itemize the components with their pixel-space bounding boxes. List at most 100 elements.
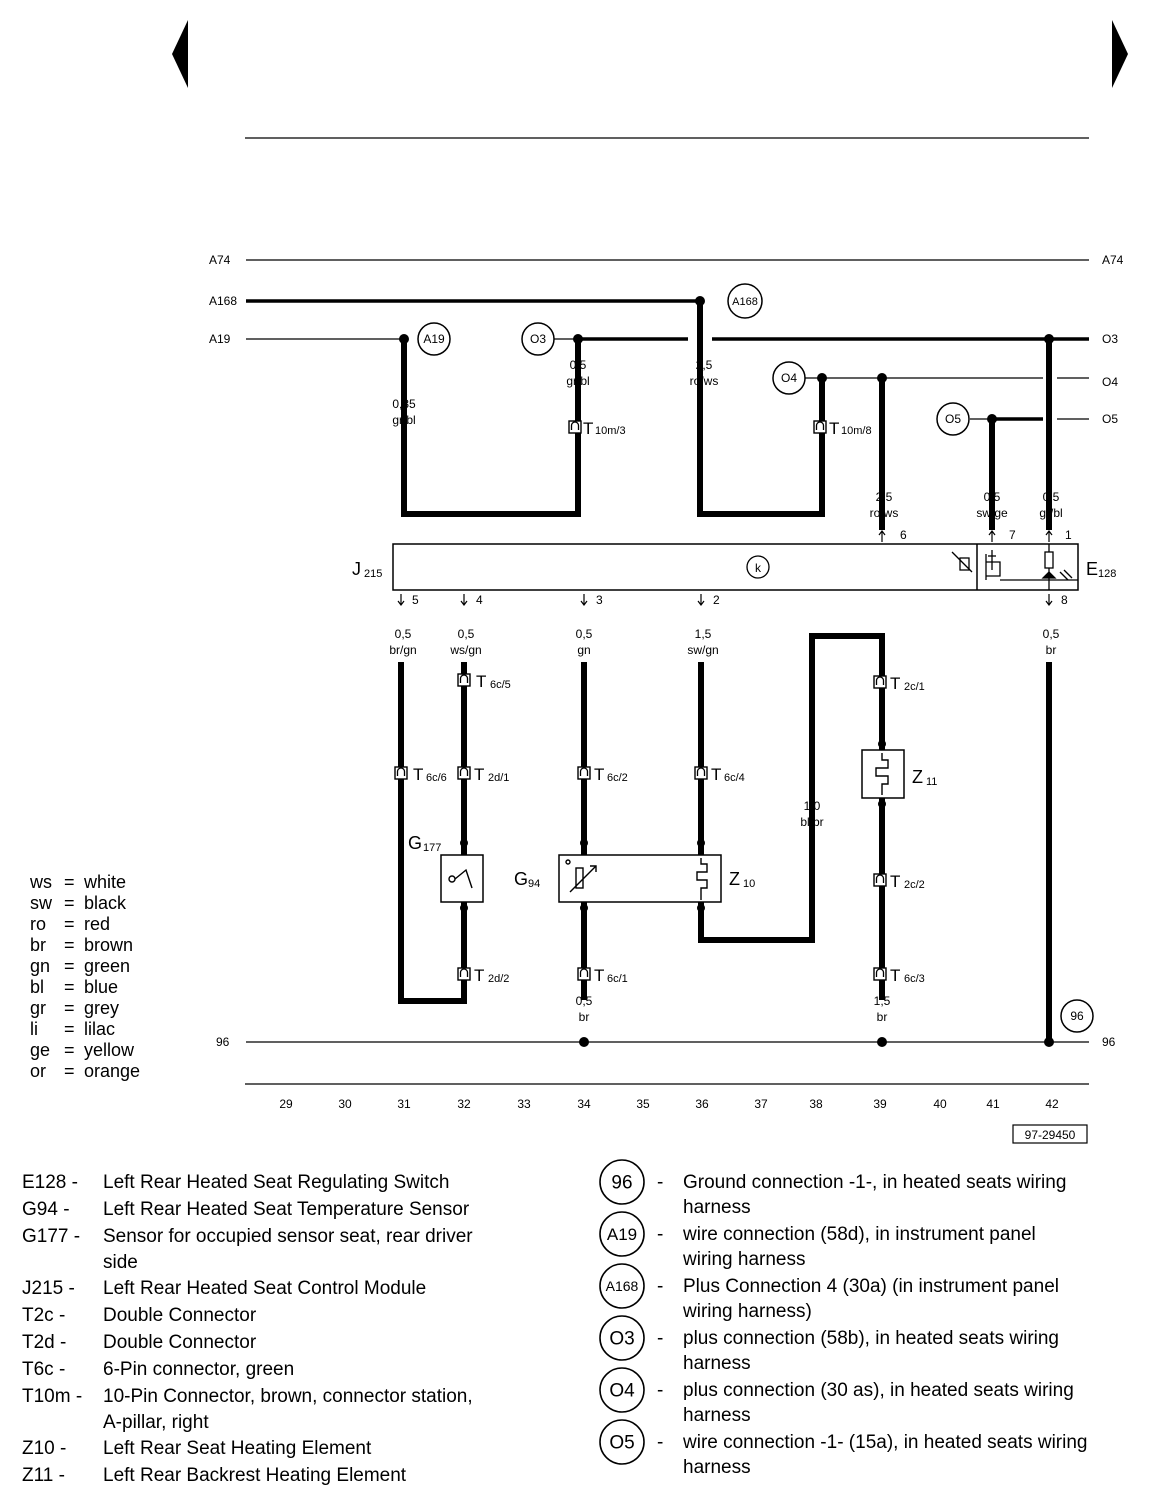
connection-marker-o5-label: O5 <box>945 412 961 426</box>
svg-text:T: T <box>476 672 486 691</box>
svg-text:0,5: 0,5 <box>395 627 412 641</box>
component-description: Sensor for occupied sensor seat, rear dr… <box>103 1226 473 1247</box>
svg-text:10m/8: 10m/8 <box>841 425 872 437</box>
component-description: Left Rear Seat Heating Element <box>103 1438 372 1459</box>
color-abbr: gn <box>30 956 50 976</box>
svg-text:0,5: 0,5 <box>570 358 587 372</box>
pin-3: 3 <box>580 593 603 607</box>
pin-6: 6 <box>878 528 907 543</box>
svg-text:0,5: 0,5 <box>1043 490 1060 504</box>
rail-label-o4: O4 <box>1102 375 1118 389</box>
color-name: black <box>84 893 127 913</box>
color-abbr: ge <box>30 1040 50 1060</box>
connection-dash: - <box>657 1172 663 1193</box>
color-name: blue <box>84 977 118 997</box>
wire-label-w42-bot: 0,5 br <box>1043 627 1060 657</box>
color-abbr: br <box>30 935 46 955</box>
connection-description: wire connection -1- (15a), in heated sea… <box>682 1432 1087 1453</box>
connector-t10m8: T 10m/8 <box>813 419 872 438</box>
pin-4: 4 <box>460 593 483 607</box>
wire-label-w42-top: 0,5 gr/bl <box>1039 490 1062 520</box>
column-number: 40 <box>933 1097 947 1111</box>
svg-text:177: 177 <box>423 842 441 854</box>
color-name: orange <box>84 1061 140 1081</box>
component-description: Left Rear Heated Seat Temperature Sensor <box>103 1199 470 1220</box>
component-description: Left Rear Heated Seat Regulating Switch <box>103 1172 449 1193</box>
svg-text:6: 6 <box>900 528 907 542</box>
color-abbr: sw <box>30 893 53 913</box>
heater-z11: Z 11 <box>861 740 937 808</box>
svg-text:2c/1: 2c/1 <box>904 681 925 693</box>
component-code: T2d - <box>22 1332 66 1353</box>
column-number: 42 <box>1045 1097 1059 1111</box>
pin-8: 8 <box>1045 593 1068 607</box>
heating-element-icon <box>696 858 708 900</box>
pin-1: 1 <box>1045 528 1072 543</box>
svg-text:0,35: 0,35 <box>392 397 416 411</box>
wire-z10-to-t2c1 <box>698 633 885 943</box>
color-name: red <box>84 914 110 934</box>
component-description: Double Connector <box>103 1332 257 1353</box>
wire-label-w32-bot: 0,5 ws/gn <box>449 627 481 657</box>
connection-description: Plus Connection 4 (30a) (in instrument p… <box>683 1276 1059 1297</box>
svg-text:Z: Z <box>729 869 740 889</box>
connection-description: Ground connection -1-, in heated seats w… <box>683 1172 1066 1193</box>
column-number: 32 <box>457 1097 471 1111</box>
connector-t10m3: T 10m/3 <box>568 419 626 438</box>
svg-text:7: 7 <box>1009 528 1016 542</box>
connection-dash: - <box>657 1276 663 1297</box>
svg-text:6c/3: 6c/3 <box>904 973 925 985</box>
svg-text:2: 2 <box>713 593 720 607</box>
color-name: brown <box>84 935 133 955</box>
rail-o4: O4 <box>805 373 1118 389</box>
rail-label-a19: A19 <box>209 332 231 346</box>
sensor-g177: G 177 <box>408 833 484 912</box>
connection-symbol <box>599 1419 645 1465</box>
svg-text:T: T <box>890 674 900 693</box>
connection-marker-o3-label: O3 <box>530 332 546 346</box>
wire-label-w37-top: 2,5 ro/ws <box>690 358 719 388</box>
svg-text:10m/3: 10m/3 <box>595 425 626 437</box>
connection-id: A19 <box>607 1225 637 1244</box>
connection-symbol <box>599 1315 645 1361</box>
column-number: 38 <box>809 1097 823 1111</box>
svg-text:ws/gn: ws/gn <box>449 643 481 657</box>
pressure-sensor-icon <box>448 868 473 889</box>
color-abbr: ws <box>29 872 52 892</box>
color-name: white <box>83 872 126 892</box>
wire-label-w36-bot: 1,5 sw/gn <box>687 627 718 657</box>
svg-text:E: E <box>1086 559 1098 579</box>
wire-label-w40-top: 2,5 ro/ws <box>870 490 899 520</box>
connection-marker-o5: O5 <box>936 402 970 436</box>
svg-text:6c/5: 6c/5 <box>490 679 511 691</box>
rail-label-a74-left: A74 <box>209 253 231 267</box>
color-name: lilac <box>84 1019 115 1039</box>
next-page-arrow-icon[interactable] <box>1112 20 1128 88</box>
connection-description-cont: wiring harness <box>682 1249 806 1270</box>
previous-page-arrow-icon[interactable] <box>172 20 188 88</box>
svg-text:T: T <box>829 419 839 438</box>
color-equals: = <box>64 956 75 976</box>
svg-text:0,5: 0,5 <box>576 627 593 641</box>
wire-label-w38-bot: 1,0 bl/br <box>800 799 823 829</box>
connection-id: A168 <box>606 1278 639 1294</box>
connector-t6c1: T 6c/1 <box>577 966 628 985</box>
color-equals: = <box>64 998 75 1018</box>
svg-text:2d/1: 2d/1 <box>488 772 509 784</box>
component-code: T2c - <box>22 1305 65 1326</box>
svg-text:T: T <box>474 966 484 985</box>
connection-id: O5 <box>609 1433 634 1454</box>
wire-label-w34-top: 0,5 gr/bl <box>566 358 589 388</box>
svg-text:br: br <box>877 1010 888 1024</box>
svg-text:128: 128 <box>1098 568 1116 580</box>
wire-label-w41-top: 0,5 sw/ge <box>976 490 1008 520</box>
svg-text:Z: Z <box>912 767 923 787</box>
connection-marker-a19-label: A19 <box>423 332 445 346</box>
svg-text:5: 5 <box>412 593 419 607</box>
svg-text:215: 215 <box>364 568 382 580</box>
connection-dash: - <box>657 1224 663 1245</box>
svg-text:gr/bl: gr/bl <box>1039 506 1062 520</box>
svg-text:6c/4: 6c/4 <box>724 772 745 784</box>
svg-text:2,5: 2,5 <box>696 358 713 372</box>
